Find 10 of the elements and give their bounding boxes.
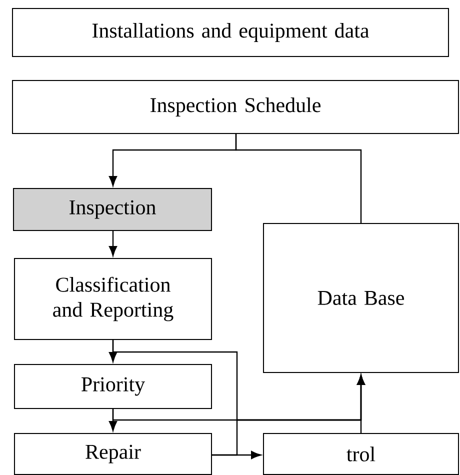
database-box: Data Base (263, 223, 459, 373)
highlighted-box: Inspection (13, 188, 212, 231)
process-box: Inspection Schedule (12, 80, 459, 134)
process-box: Repair (14, 433, 212, 475)
process-box: Priority (14, 364, 212, 409)
title-box: Installations and equipment data (12, 8, 449, 57)
process-box: Classification and Reporting (14, 258, 212, 340)
process-box: trol (263, 433, 459, 475)
arrow (108, 231, 118, 256)
arrow (356, 374, 366, 433)
